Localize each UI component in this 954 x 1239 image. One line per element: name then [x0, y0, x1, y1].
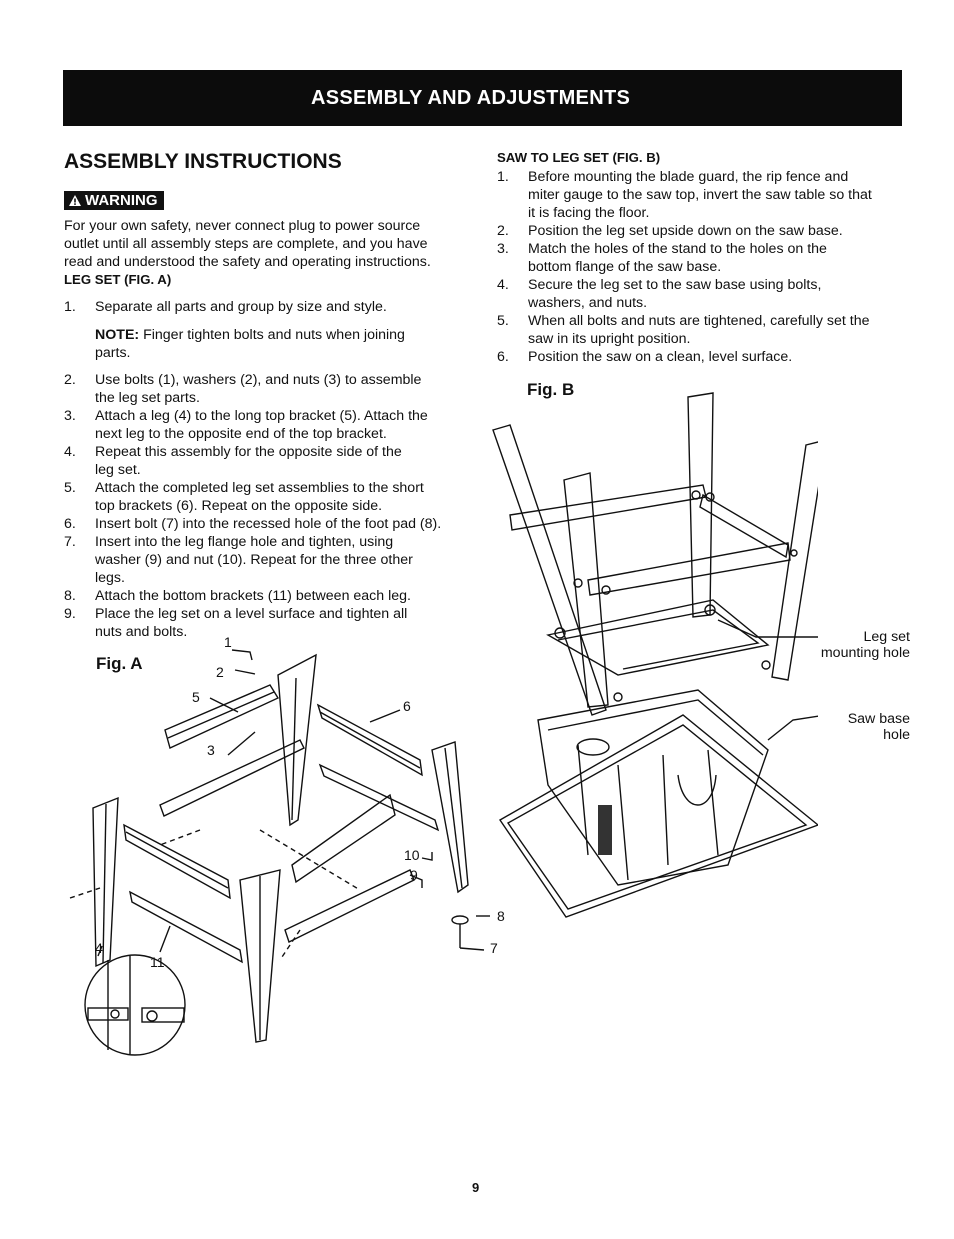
list-item: 8.Attach the bottom brackets (11) betwee… — [64, 588, 411, 604]
section-banner: ASSEMBLY AND ADJUSTMENTS — [63, 70, 902, 126]
list-item: 4.Secure the leg set to the saw base usi… — [497, 277, 822, 311]
list-item: 5.When all bolts and nuts are tightened,… — [497, 313, 870, 347]
warning-text: For your own safety, never connect plug … — [64, 218, 431, 270]
list-item: 6.Insert bolt (7) into the recessed hole… — [64, 516, 442, 532]
sawbase-hole-label: Saw base hole — [847, 711, 910, 743]
callout-2: 2 — [216, 664, 224, 680]
leg-set-step-1: 1. Separate all parts and group by size … — [64, 298, 484, 316]
fig-b-label: Fig. B — [527, 380, 575, 399]
fig-b-saw-base-diagram — [492, 392, 818, 918]
saw-to-leg-heading: SAW TO LEG SET (FIG. B) — [497, 150, 661, 165]
list-item: 2.Use bolts (1), washers (2), and nuts (… — [64, 372, 422, 406]
callout-5: 5 — [192, 689, 200, 705]
list-item: 3.Attach a leg (4) to the long top brack… — [64, 408, 428, 442]
leg-set-heading: LEG SET (FIG. A) — [64, 272, 172, 287]
page-number: 9 — [472, 1180, 480, 1195]
callout-9: 9 — [410, 867, 418, 883]
callout-10: 10 — [404, 847, 420, 863]
list-item: 3.Match the holes of the stand to the ho… — [497, 241, 827, 275]
fig-a-label: Fig. A — [96, 654, 143, 673]
saw-to-leg-steps: 1.Before mounting the blade guard, the r… — [497, 168, 917, 366]
warning-badge: WARNING — [64, 191, 164, 210]
callout-7: 7 — [490, 940, 498, 956]
list-item: 4.Repeat this assembly for the opposite … — [64, 444, 402, 478]
list-item: 1. Separate all parts and group by size … — [64, 299, 387, 315]
list-item: 5.Attach the completed leg set assemblie… — [64, 480, 424, 514]
warning-label: WARNING — [85, 192, 158, 209]
callout-4: 4 — [95, 940, 103, 956]
callout-11: 11 — [150, 954, 165, 970]
callout-1: 1 — [224, 634, 232, 650]
warning-triangle-icon — [69, 195, 81, 206]
list-item: 6.Position the saw on a clean, level sur… — [497, 349, 793, 365]
assembly-instructions-heading: ASSEMBLY INSTRUCTIONS — [64, 150, 342, 173]
fig-a-leg-set-diagram — [69, 649, 490, 1056]
callout-3: 3 — [207, 742, 215, 758]
list-item: 9.Place the leg set on a level surface a… — [64, 606, 408, 640]
note-text: NOTE: Finger tighten bolts and nuts when… — [95, 327, 405, 361]
list-item: 2.Position the leg set upside down on th… — [497, 223, 843, 239]
list-item: 7.Insert into the leg flange hole and ti… — [64, 534, 413, 586]
list-item: 1.Before mounting the blade guard, the r… — [497, 169, 872, 221]
callout-6: 6 — [403, 698, 411, 714]
callout-8: 8 — [497, 908, 505, 924]
leg-set-steps: 2.Use bolts (1), washers (2), and nuts (… — [64, 371, 484, 641]
legset-hole-label: Leg set mounting hole — [820, 629, 910, 661]
